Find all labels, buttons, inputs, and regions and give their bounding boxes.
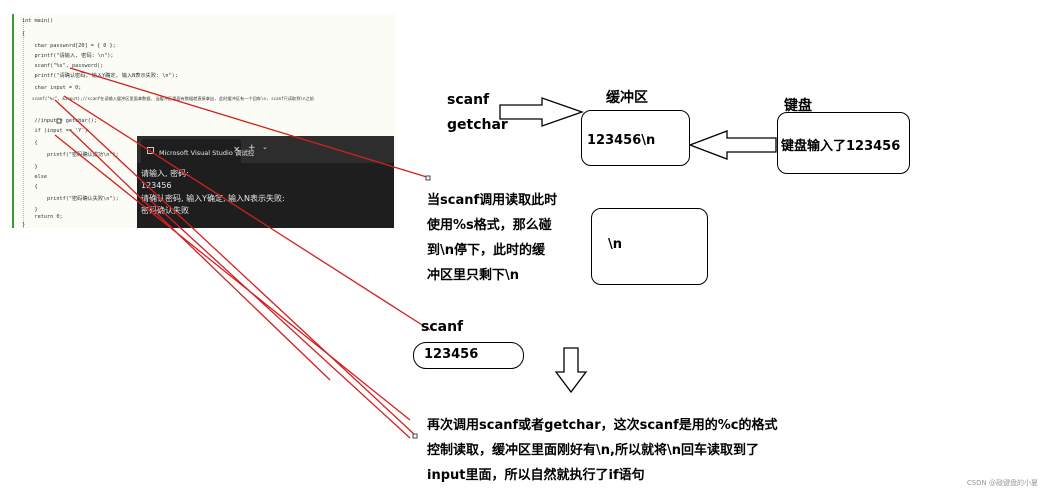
- code-line: printf("请输入, 密码: \n");: [22, 53, 114, 59]
- code-line: else: [22, 174, 47, 180]
- console-line: 密码确认失败: [141, 206, 189, 215]
- code-line: int main(): [22, 18, 54, 24]
- code-line: }: [22, 207, 38, 213]
- close-tab-icon[interactable]: ×: [233, 145, 241, 155]
- scanf-label: scanf: [447, 92, 490, 108]
- code-line: {: [22, 140, 38, 146]
- annotation-line: [54, 134, 411, 421]
- annotation-line: [69, 129, 331, 381]
- code-line: if (input == 'Y'): [22, 128, 88, 134]
- scanf2-box: 123456: [413, 342, 524, 369]
- debug-console-window: Microsoft Visual Studio 调试控 × + ⌄ 请输入, 密…: [137, 136, 394, 228]
- code-gutter: [17, 18, 24, 228]
- code-line: scanf("%c", &input);//scanf在读输入缓冲区里面拿数据,…: [22, 96, 314, 101]
- remaining-content: \n: [608, 237, 623, 252]
- keyboard-label: 键盘: [784, 98, 812, 114]
- keyboard-box: 键盘输入了123456: [777, 112, 910, 174]
- annotation-line: [63, 95, 431, 331]
- code-line: printf("密码确认失败\n");: [22, 196, 119, 202]
- explanation-line: input里面，所以自然就执行了if语句: [427, 468, 645, 483]
- code-line: printf("请确认密码, 输入Y确定, 输入N表示失败: \n");: [22, 73, 178, 79]
- explanation-line: 到\n停下，此时的缓: [427, 243, 546, 258]
- chevron-down-icon[interactable]: ⌄: [262, 143, 268, 151]
- terminal-icon: [147, 147, 154, 154]
- console-line: 123456: [141, 181, 172, 190]
- annotation-line: [69, 67, 431, 179]
- arrow-left-icon: [688, 130, 777, 160]
- code-line: char input = 0;: [22, 85, 82, 91]
- watermark: CSDN @敲键盘的小夏: [966, 479, 1038, 487]
- new-tab-icon[interactable]: +: [248, 143, 256, 153]
- console-line: 请输入, 密码:: [141, 169, 189, 178]
- code-line: scanf("%s", password);: [22, 63, 104, 69]
- buffer-label: 缓冲区: [606, 90, 648, 106]
- code-line: printf("密码确认成功\n");: [22, 152, 119, 158]
- code-line: {: [22, 31, 26, 37]
- getchar-label: getchar: [447, 117, 508, 133]
- console-line: 请确认密码, 输入Y确定, 输入N表示失败:: [141, 194, 285, 203]
- explanation-line: 当scanf调用读取此时: [427, 193, 558, 208]
- explanation-line: 使用%s格式，那么碰: [427, 218, 552, 233]
- console-tab[interactable]: Microsoft Visual Studio 调试控 ×: [141, 139, 254, 163]
- explanation-line: 再次调用scanf或者getchar，这次scanf是用的%c的格式: [427, 418, 778, 433]
- code-line: }: [22, 164, 38, 170]
- code-line: return 0;: [22, 214, 63, 220]
- arrow-down-icon: [554, 347, 588, 394]
- arrow-right-icon: [499, 97, 584, 127]
- line-end-marker: [412, 433, 418, 439]
- console-tab-title: Microsoft Visual Studio 调试控: [159, 149, 255, 157]
- explanation-text-2: 再次调用scanf或者getchar，这次scanf是用的%c的格式 控制读取，…: [427, 413, 777, 488]
- annotation-line: [54, 99, 416, 436]
- remaining-buffer-box: \n: [591, 208, 708, 285]
- explanation-line: 冲区里只剩下\n: [427, 268, 520, 283]
- line-end-marker: [56, 118, 62, 124]
- scanf2-content: 123456: [424, 347, 479, 362]
- code-line: char password[20] = { 0 };: [22, 43, 116, 49]
- console-tab-bar: Microsoft Visual Studio 调试控 × + ⌄: [137, 136, 394, 163]
- line-end-marker: [425, 175, 431, 181]
- explanation-text-1: 当scanf调用读取此时 使用%s格式，那么碰 到\n停下，此时的缓 冲区里只剩…: [427, 188, 557, 288]
- code-line: }: [22, 222, 26, 228]
- explanation-line: 控制读取，缓冲区里面刚好有\n,所以就将\n回车读取到了: [427, 443, 759, 458]
- scanf2-label: scanf: [421, 319, 464, 335]
- code-line: {: [22, 184, 38, 190]
- annotation-line: [149, 199, 411, 439]
- buffer-box: 123456\n: [581, 110, 690, 166]
- keyboard-content: 键盘输入了123456: [781, 139, 901, 154]
- buffer-content: 123456\n: [587, 133, 656, 148]
